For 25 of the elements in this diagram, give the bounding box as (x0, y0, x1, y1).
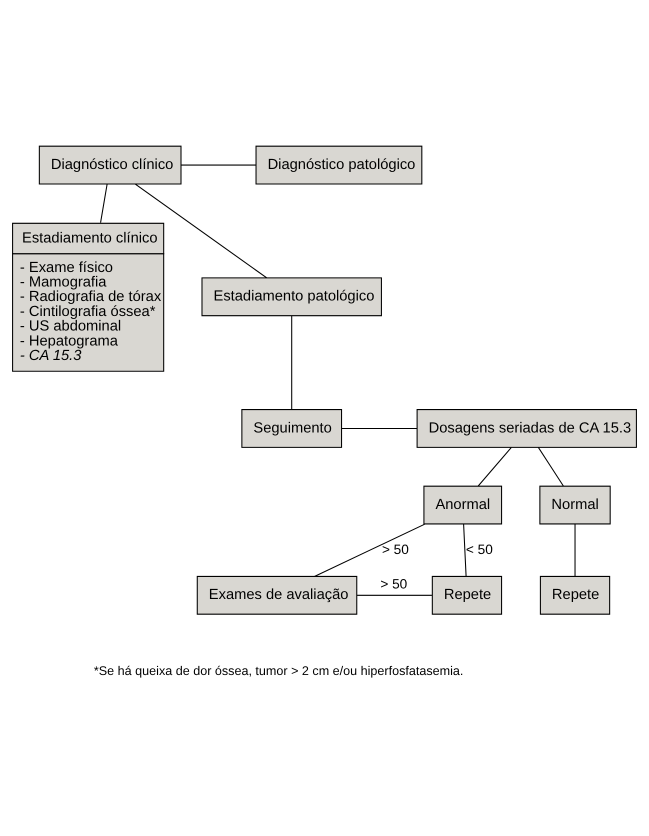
node-box: Exames de avaliação (196, 575, 358, 614)
node-box: Diagnóstico clínico (38, 145, 182, 184)
connector (342, 427, 417, 428)
connector (291, 315, 292, 410)
edge-label: > 50 (380, 576, 408, 591)
node-box: Dosagens seriadas de CA 15.3 (416, 408, 637, 448)
connector (538, 446, 564, 486)
node-box: Normal (539, 485, 611, 524)
node-box: Repete (540, 575, 610, 614)
node-box: Estadiamento patológico (201, 276, 382, 316)
node-box: Anormal (423, 485, 502, 524)
connector (181, 164, 256, 166)
connector (357, 594, 432, 596)
edge-label: < 50 (466, 541, 493, 556)
node-box: Seguimento (241, 408, 342, 448)
label: *Se há queixa de dor óssea, tumor > 2 cm e/ou hiperfosfatasemia. (94, 664, 464, 678)
node-box: Repete (432, 575, 502, 614)
connector (478, 446, 512, 486)
connector (135, 183, 267, 278)
connector (100, 184, 108, 222)
node-box: Diagnóstico patológico (256, 145, 422, 184)
connector (574, 524, 576, 576)
edge-label: > 50 (382, 541, 409, 556)
connector (314, 523, 425, 576)
connector (463, 524, 467, 576)
